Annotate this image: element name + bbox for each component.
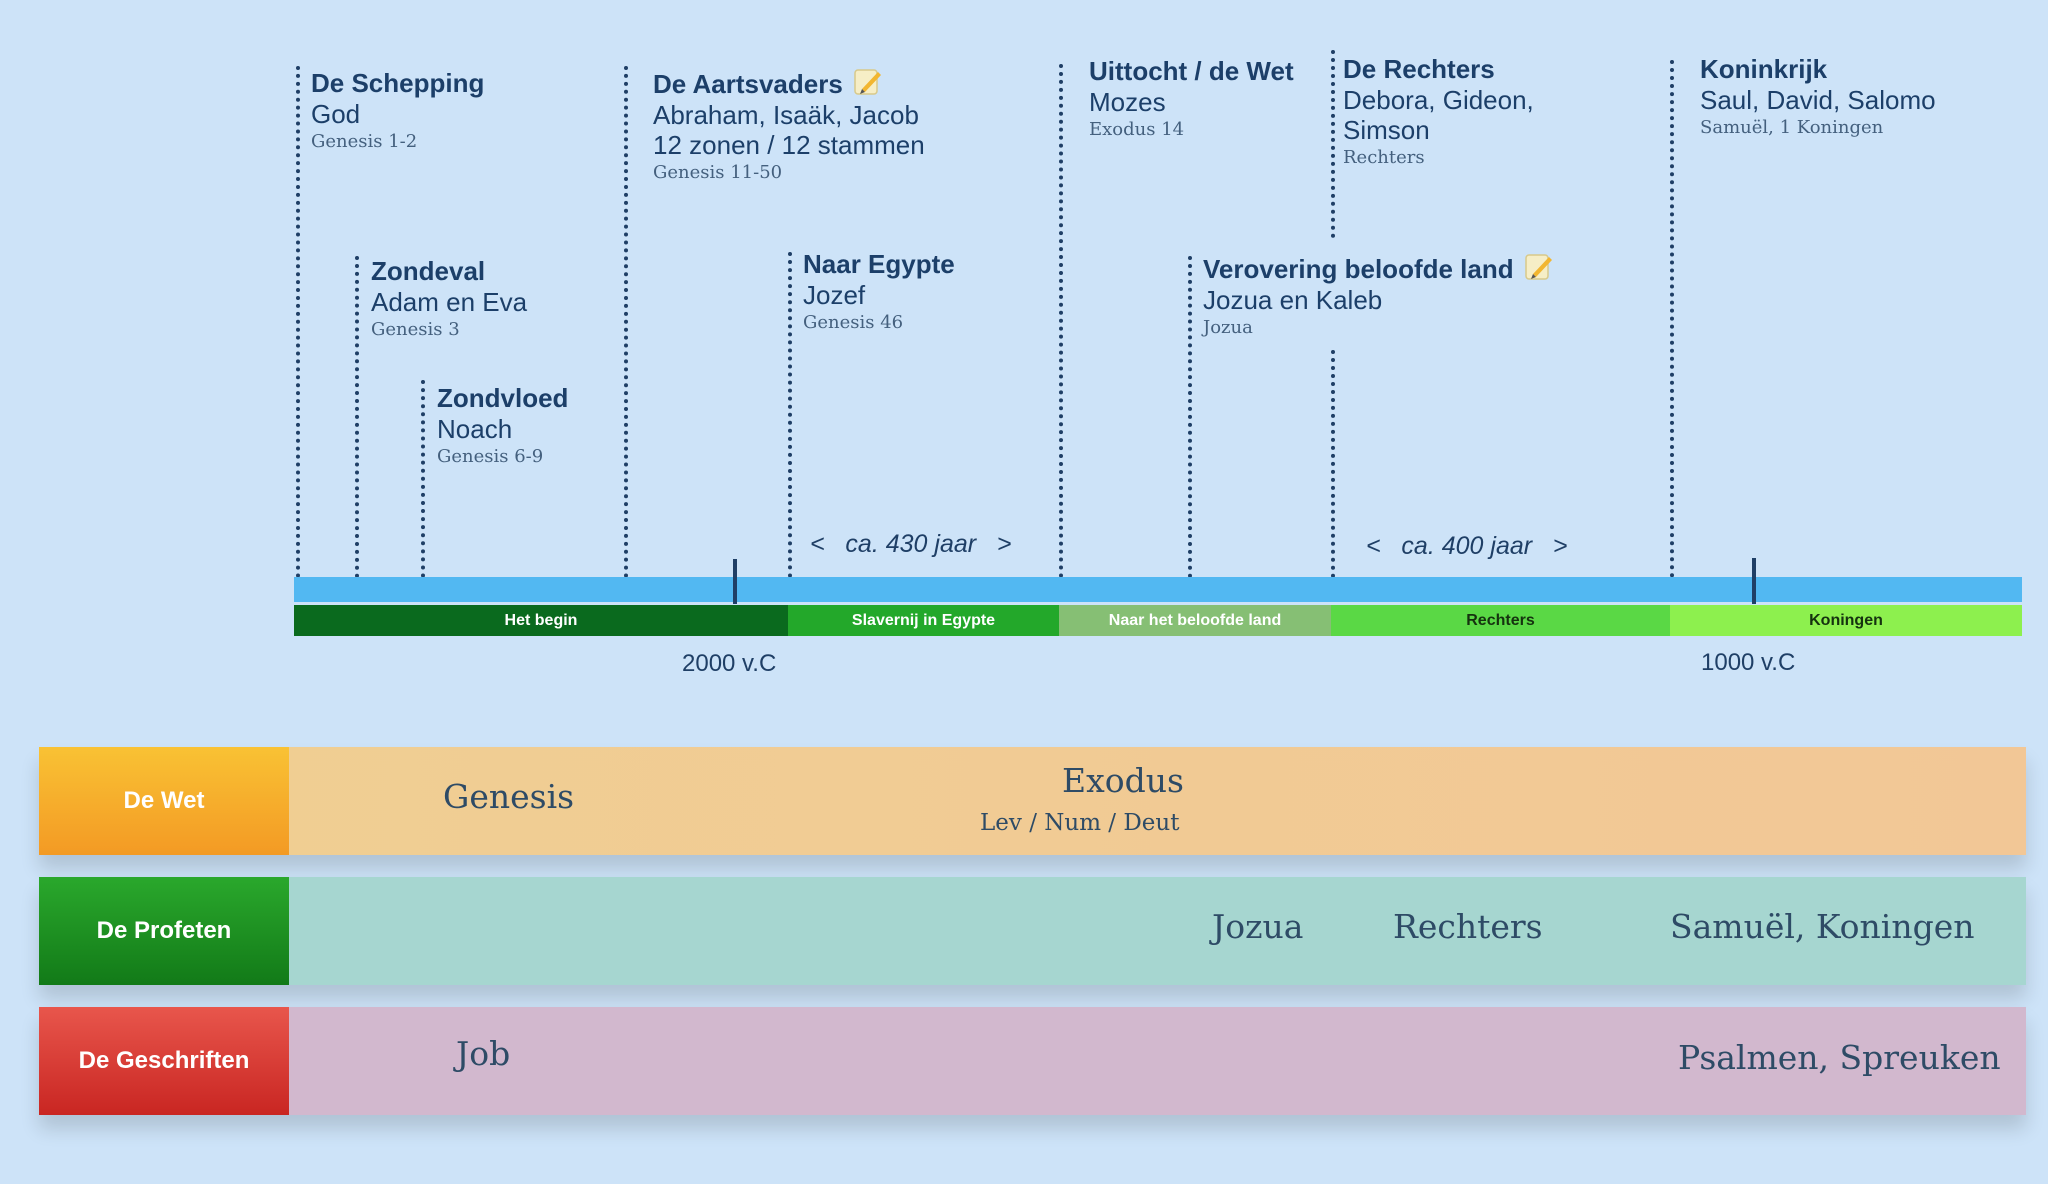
divider-aartsvaders — [624, 66, 628, 602]
event-subtitle: Jozef — [803, 280, 866, 310]
event-zondeval: Zondeval Adam en Eva Genesis 3 — [371, 256, 527, 343]
event-rechters: De Rechters Debora, Gideon, Simson Recht… — [1343, 54, 1534, 171]
book-psalmen-spreuken: Psalmen, Spreuken — [1678, 1038, 2001, 1077]
event-naar-egypte: Naar Egypte Jozef Genesis 46 — [803, 249, 955, 336]
event-uittocht: Uittocht / de Wet Mozes Exodus 14 — [1089, 56, 1294, 143]
timeline-band — [294, 577, 2022, 602]
period-slavernij: Slavernij in Egypte — [788, 605, 1059, 636]
book-job: Job — [456, 1034, 511, 1073]
event-subtitle: Adam en Eva — [371, 287, 528, 317]
event-reference: Samuël, 1 Koningen — [1700, 117, 1884, 138]
event-subtitle: Jozua en Kaleb — [1203, 285, 1383, 315]
event-reference: Exodus 14 — [1089, 119, 1185, 140]
row-de-wet: De Wet Genesis Exodus Lev / Num / Deut — [39, 747, 2026, 855]
event-title: Koninkrijk — [1700, 54, 1828, 84]
event-reference: Genesis 1-2 — [311, 131, 418, 152]
event-subtitle: Simson — [1343, 115, 1430, 145]
event-subtitle: Noach — [437, 414, 513, 444]
duration-400-jaar: < ca. 400 jaar > — [1366, 532, 1568, 560]
book-exodus: Exodus — [1062, 761, 1184, 800]
event-subtitle: 12 zonen / 12 stammen — [653, 130, 925, 160]
event-reference: Genesis 3 — [371, 319, 460, 340]
row-de-profeten: De Profeten Jozua Rechters Samuël, Konin… — [39, 877, 2026, 985]
event-reference: Genesis 6-9 — [437, 446, 544, 467]
divider-naar-egypte — [788, 252, 792, 602]
pencil-icon — [853, 67, 883, 97]
event-subtitle: Abraham, Isaäk, Jacob — [653, 100, 919, 130]
event-title: Zondeval — [371, 256, 486, 286]
event-reference: Rechters — [1343, 147, 1425, 168]
row-de-geschriften: De Geschriften Job Psalmen, Spreuken — [39, 1007, 2026, 1115]
divider-zondeval — [355, 256, 359, 602]
row-label-de-profeten: De Profeten — [39, 877, 289, 985]
divider-verovering — [1188, 256, 1192, 602]
divider-koninkrijk — [1670, 60, 1674, 602]
tick-1000-vc — [1752, 558, 1756, 604]
event-reference: Genesis 46 — [803, 312, 904, 333]
book-rechters: Rechters — [1393, 907, 1543, 946]
period-koningen: Koningen — [1670, 605, 2022, 636]
row-label-de-wet: De Wet — [39, 747, 289, 855]
event-subtitle: Debora, Gideon, — [1343, 85, 1534, 115]
pencil-icon — [1524, 252, 1554, 282]
event-zondvloed: Zondvloed Noach Genesis 6-9 — [437, 383, 568, 470]
divider-rechters-bottom — [1331, 350, 1335, 602]
book-lev-num-deut: Lev / Num / Deut — [980, 810, 1180, 836]
event-reference: Genesis 11-50 — [653, 162, 783, 183]
event-title: Uittocht / de Wet — [1089, 56, 1294, 86]
event-subtitle: God — [311, 99, 361, 129]
event-koninkrijk: Koninkrijk Saul, David, Salomo Samuël, 1… — [1700, 54, 1936, 141]
event-aartsvaders: De Aartsvaders Abraham, Isaäk, Jacob 12 … — [653, 67, 925, 186]
event-reference: Jozua — [1203, 317, 1253, 338]
event-title: Naar Egypte — [803, 249, 955, 279]
divider-schepping — [296, 66, 300, 602]
divider-uittocht — [1059, 64, 1063, 602]
tick-2000-vc — [733, 559, 737, 604]
event-schepping: De Schepping God Genesis 1-2 — [311, 68, 484, 155]
event-title: De Schepping — [311, 68, 485, 98]
period-het-begin: Het begin — [294, 605, 788, 636]
divider-zondvloed — [421, 380, 425, 602]
event-verovering: Verovering beloofde land Jozua en Kaleb … — [1203, 252, 1554, 341]
year-1000-vc: 1000 v.C — [1701, 649, 1796, 676]
event-title: De Rechters — [1343, 54, 1495, 84]
book-samuel-koningen: Samuël, Koningen — [1670, 907, 1975, 946]
event-title: Zondvloed — [437, 383, 569, 413]
duration-430-jaar: < ca. 430 jaar > — [810, 530, 1012, 558]
book-genesis: Genesis — [443, 777, 575, 816]
year-2000-vc: 2000 v.C — [682, 650, 777, 677]
divider-rechters-top — [1331, 50, 1335, 238]
event-title: Verovering beloofde land — [1203, 252, 1554, 285]
book-jozua: Jozua — [1212, 907, 1304, 946]
event-subtitle: Mozes — [1089, 87, 1166, 117]
event-title-text: De Aartsvaders — [653, 69, 843, 99]
event-title: De Aartsvaders — [653, 67, 925, 100]
row-label-de-geschriften: De Geschriften — [39, 1007, 289, 1115]
event-subtitle: Saul, David, Salomo — [1700, 85, 1936, 115]
event-title-text: Verovering beloofde land — [1203, 254, 1514, 284]
period-rechters: Rechters — [1331, 605, 1670, 636]
period-beloofde-land: Naar het beloofde land — [1059, 605, 1331, 636]
